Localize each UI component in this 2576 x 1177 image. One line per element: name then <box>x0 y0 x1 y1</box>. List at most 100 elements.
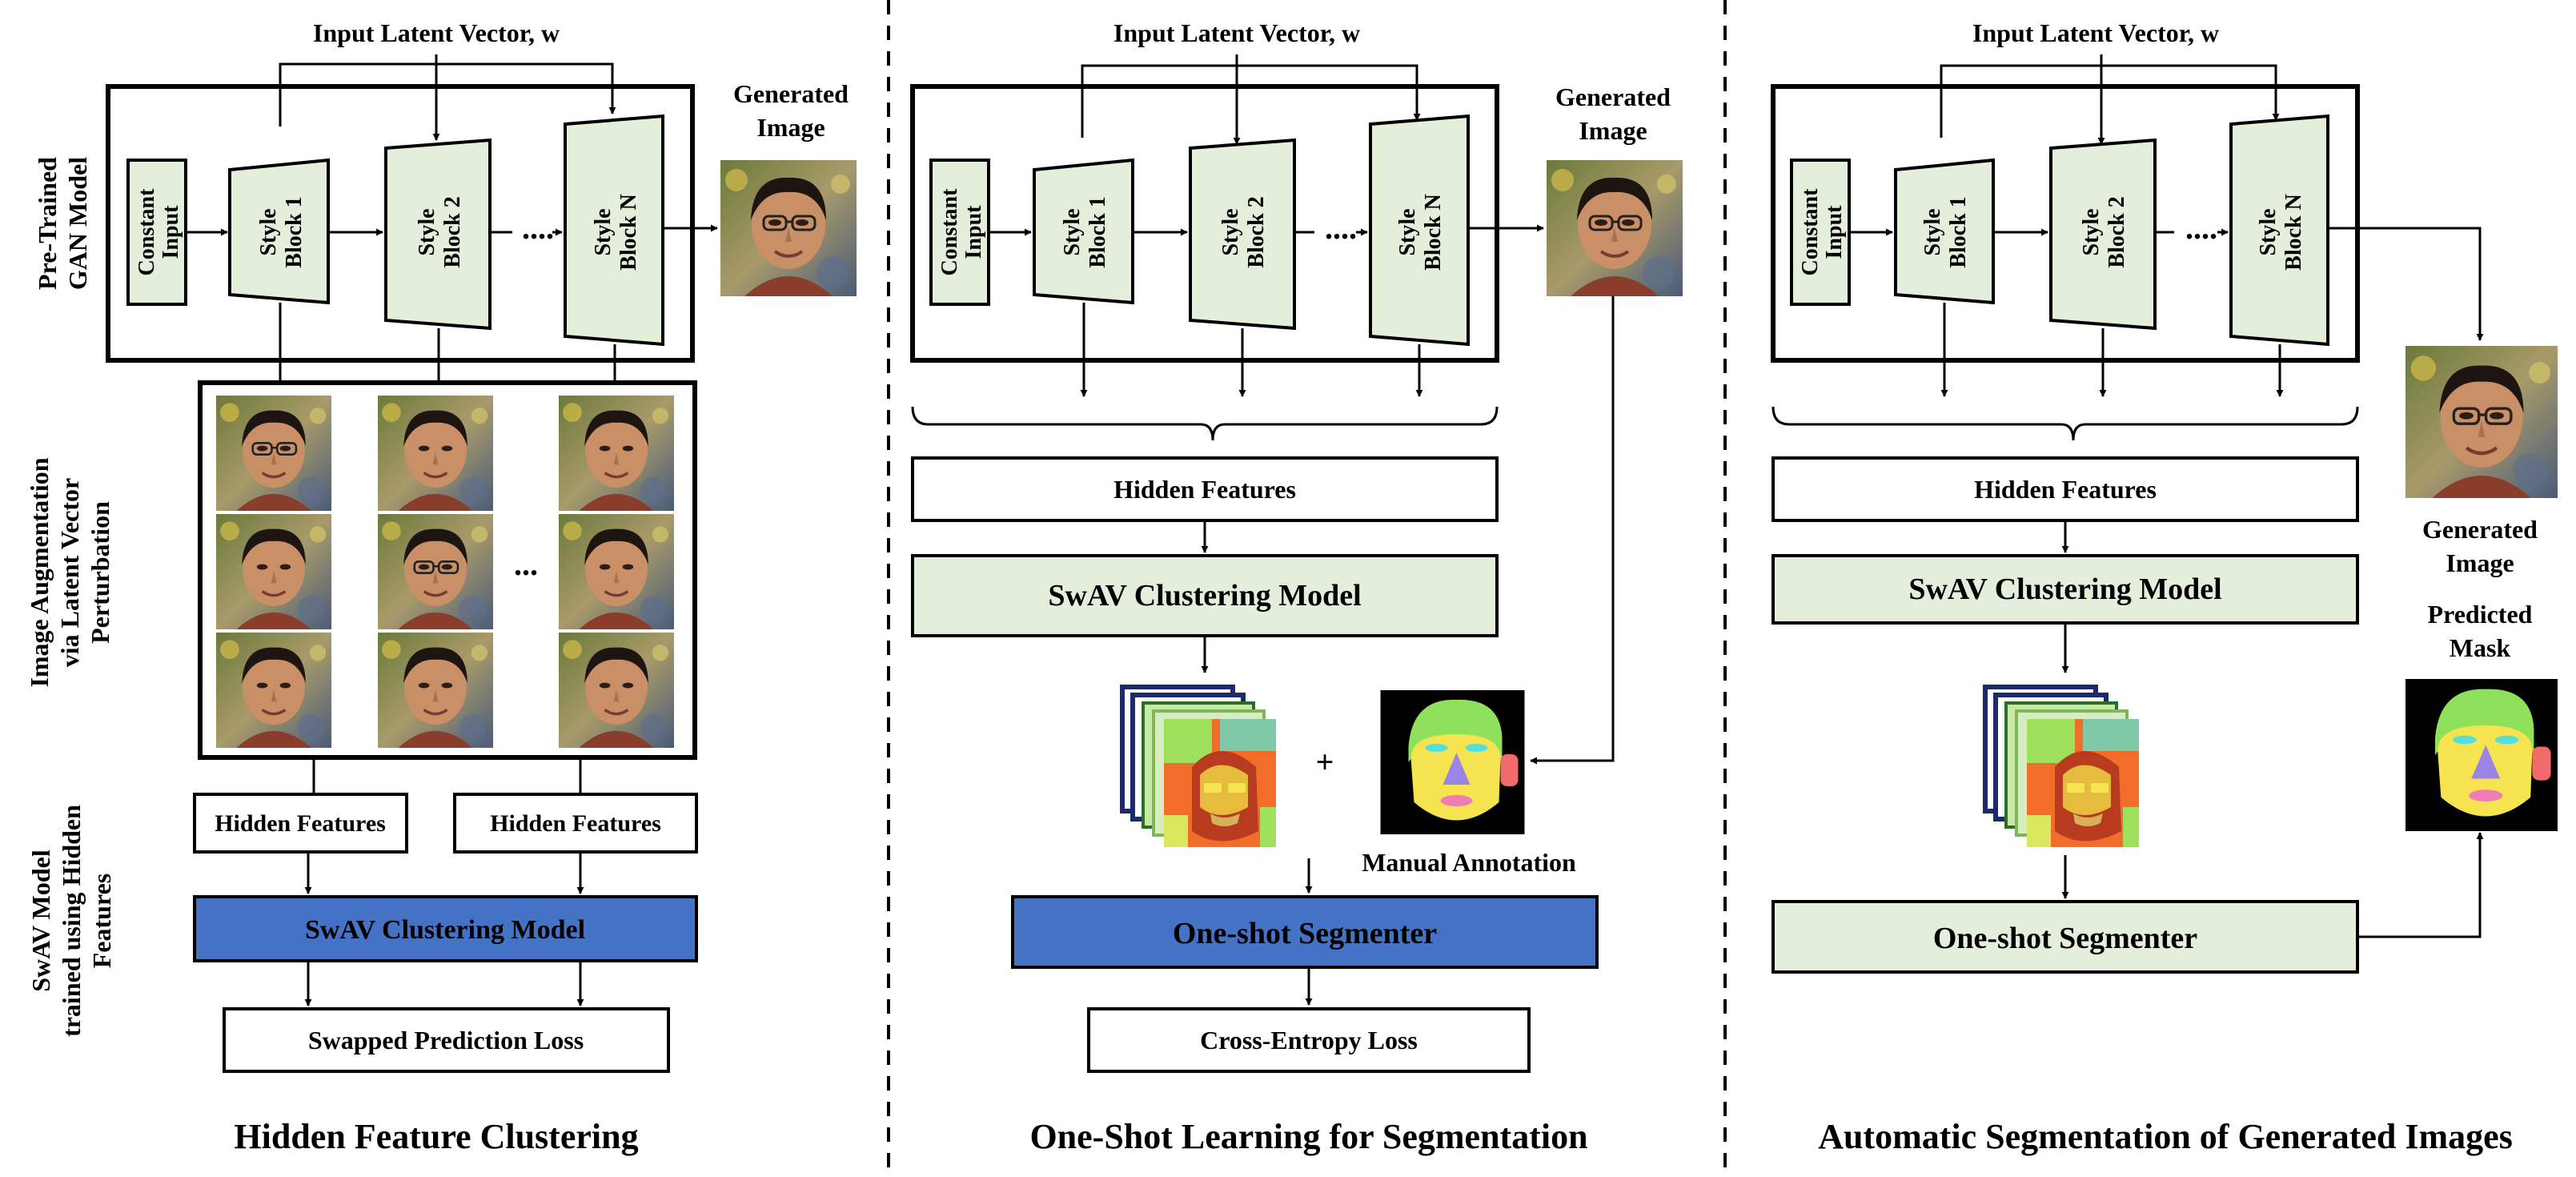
block-ellipsis: .... <box>522 210 554 246</box>
style-block-n-label-right: Style Block N <box>2256 194 2306 271</box>
section-title-left: Hidden Feature Clustering <box>234 1117 638 1156</box>
svg-text:Block 2: Block 2 <box>1244 196 1269 267</box>
augmentation-label: Image Augmentation via Latent Vector Per… <box>25 457 114 687</box>
generated-image-label-right-2: Image <box>2446 548 2514 577</box>
cross-entropy-loss-box <box>1087 1007 1531 1073</box>
svg-text:Block 1: Block 1 <box>1946 196 1971 267</box>
hidden-features-box-2 <box>453 793 698 854</box>
plus-sign: + <box>1316 744 1334 780</box>
generated-image-label-2: Image <box>756 113 825 142</box>
cross-entropy-loss-label: Cross-Entropy Loss <box>1200 1026 1418 1054</box>
style-block-n-right <box>2229 114 2329 347</box>
constant-input-label-right: Constant Input <box>1798 188 1847 276</box>
swav-clustering-box-right <box>1772 554 2359 625</box>
svg-text:Block N: Block N <box>2281 194 2306 271</box>
hidden-features-label-right: Hidden Features <box>1974 475 2157 504</box>
style-block-n-label-mid: Style Block N <box>1395 194 1446 271</box>
input-latent-label-mid: Input Latent Vector, w <box>1113 18 1360 47</box>
svg-text:Style: Style <box>415 208 439 255</box>
hidden-features-box-mid <box>911 456 1499 522</box>
gan-model-frame <box>106 84 695 363</box>
swav-clustering-label-left: SwAV Clustering Model <box>305 915 585 945</box>
swav-model-label: SwAV Model trained using Hidden Features <box>26 805 116 1037</box>
gan-model-label: Pre-Trained GAN Model <box>33 157 92 290</box>
svg-text:Input: Input <box>158 205 183 259</box>
generated-face-image-right <box>2405 346 2558 498</box>
svg-text:SwAV Model: SwAV Model <box>26 850 55 992</box>
cluster-maps-stack-mid <box>1120 685 1276 847</box>
generated-image-label-1: Generated <box>733 79 849 108</box>
block-ellipsis-mid: .... <box>1325 210 1357 246</box>
style-block-n <box>564 114 664 347</box>
section-title-right: Automatic Segmentation of Generated Imag… <box>1818 1117 2513 1156</box>
style-block-1-right <box>1894 158 1995 305</box>
svg-text:Style: Style <box>1218 208 1243 255</box>
svg-text:Style: Style <box>1060 208 1085 255</box>
svg-text:Features: Features <box>87 874 116 968</box>
swav-clustering-label-mid: SwAV Clustering Model <box>1048 579 1361 613</box>
manual-annotation-mask <box>1380 690 1525 834</box>
style-block-2-label-mid: Style Block 2 <box>1218 196 1269 267</box>
svg-text:Image Augmentation: Image Augmentation <box>25 457 54 687</box>
constant-input-label: Constant Input <box>134 188 183 276</box>
cluster-maps-stack-right <box>1983 685 2139 847</box>
svg-text:Pre-Trained: Pre-Trained <box>33 157 62 290</box>
style-block-1 <box>228 158 330 305</box>
hidden-features-box-right <box>1772 456 2359 522</box>
style-block-2-right <box>2049 138 2157 331</box>
svg-text:Block 1: Block 1 <box>282 196 307 267</box>
swav-clustering-box-mid <box>911 554 1499 637</box>
style-block-2-label-right: Style Block 2 <box>2079 196 2129 267</box>
generated-image-label-mid-1: Generated <box>1555 82 1671 111</box>
one-shot-segmenter-label-mid: One-shot Segmenter <box>1173 917 1437 950</box>
svg-text:Block N: Block N <box>1421 194 1446 271</box>
one-shot-segmenter-box-mid <box>1011 895 1599 969</box>
svg-text:Style: Style <box>2256 208 2281 255</box>
swapped-loss-box <box>223 1007 670 1073</box>
section-title-middle: One-Shot Learning for Segmentation <box>1029 1117 1587 1156</box>
hidden-features-label-mid: Hidden Features <box>1113 475 1296 504</box>
one-shot-segmenter-box-right <box>1772 900 2359 974</box>
svg-text:Style: Style <box>591 208 616 255</box>
grid-ellipsis: ... <box>514 546 538 582</box>
predicted-mask-label-2: Mask <box>2450 633 2511 662</box>
svg-text:Block 1: Block 1 <box>1085 196 1110 267</box>
manual-annotation-label: Manual Annotation <box>1362 848 1576 877</box>
style-block-2-label: Style Block 2 <box>415 196 465 267</box>
swapped-loss-label: Swapped Prediction Loss <box>308 1026 584 1054</box>
style-block-n-label: Style Block N <box>591 194 641 271</box>
constant-input-label-mid: Constant Input <box>937 188 986 276</box>
hidden-features-label-2: Hidden Features <box>490 810 661 837</box>
style-block-1-label: Style Block 1 <box>256 196 307 267</box>
middle-section: Input Latent Vector, w Constant Input St… <box>910 18 1683 1156</box>
predicted-mask-image <box>2405 679 2558 831</box>
augmented-face-grid <box>215 396 676 748</box>
augmentation-frame <box>198 380 697 760</box>
input-latent-label: Input Latent Vector, w <box>313 18 560 47</box>
constant-input-block <box>126 159 187 306</box>
style-block-2 <box>384 138 492 331</box>
swav-clustering-box-left <box>193 895 698 962</box>
svg-text:Input: Input <box>961 205 986 259</box>
svg-text:Input: Input <box>1822 205 1847 259</box>
gan-model-frame-right <box>1771 84 2360 363</box>
one-shot-segmenter-label-right: One-shot Segmenter <box>1933 922 2197 955</box>
style-block-1-mid <box>1033 158 1134 305</box>
svg-text:Style: Style <box>1920 208 1945 255</box>
swav-clustering-label-right: SwAV Clustering Model <box>1908 572 2221 606</box>
svg-text:Constant: Constant <box>1798 188 1823 276</box>
input-latent-label-right: Input Latent Vector, w <box>1972 18 2219 47</box>
svg-text:Perturbation: Perturbation <box>86 501 114 644</box>
style-block-1-label-right: Style Block 1 <box>1920 196 1971 267</box>
gan-model-frame-mid <box>910 84 1499 363</box>
feature-brace-mid <box>911 406 1499 441</box>
style-block-1-label-mid: Style Block 1 <box>1060 196 1110 267</box>
generated-face-image-mid <box>1547 160 1683 296</box>
hidden-features-label-1: Hidden Features <box>215 810 386 837</box>
svg-text:Block N: Block N <box>616 194 641 271</box>
svg-text:Block 2: Block 2 <box>440 196 465 267</box>
generated-face-image <box>720 160 857 296</box>
svg-text:trained using Hidden: trained using Hidden <box>57 805 86 1037</box>
right-section: Input Latent Vector, w Constant Input St… <box>1771 18 2558 1156</box>
svg-text:Style: Style <box>256 208 281 255</box>
